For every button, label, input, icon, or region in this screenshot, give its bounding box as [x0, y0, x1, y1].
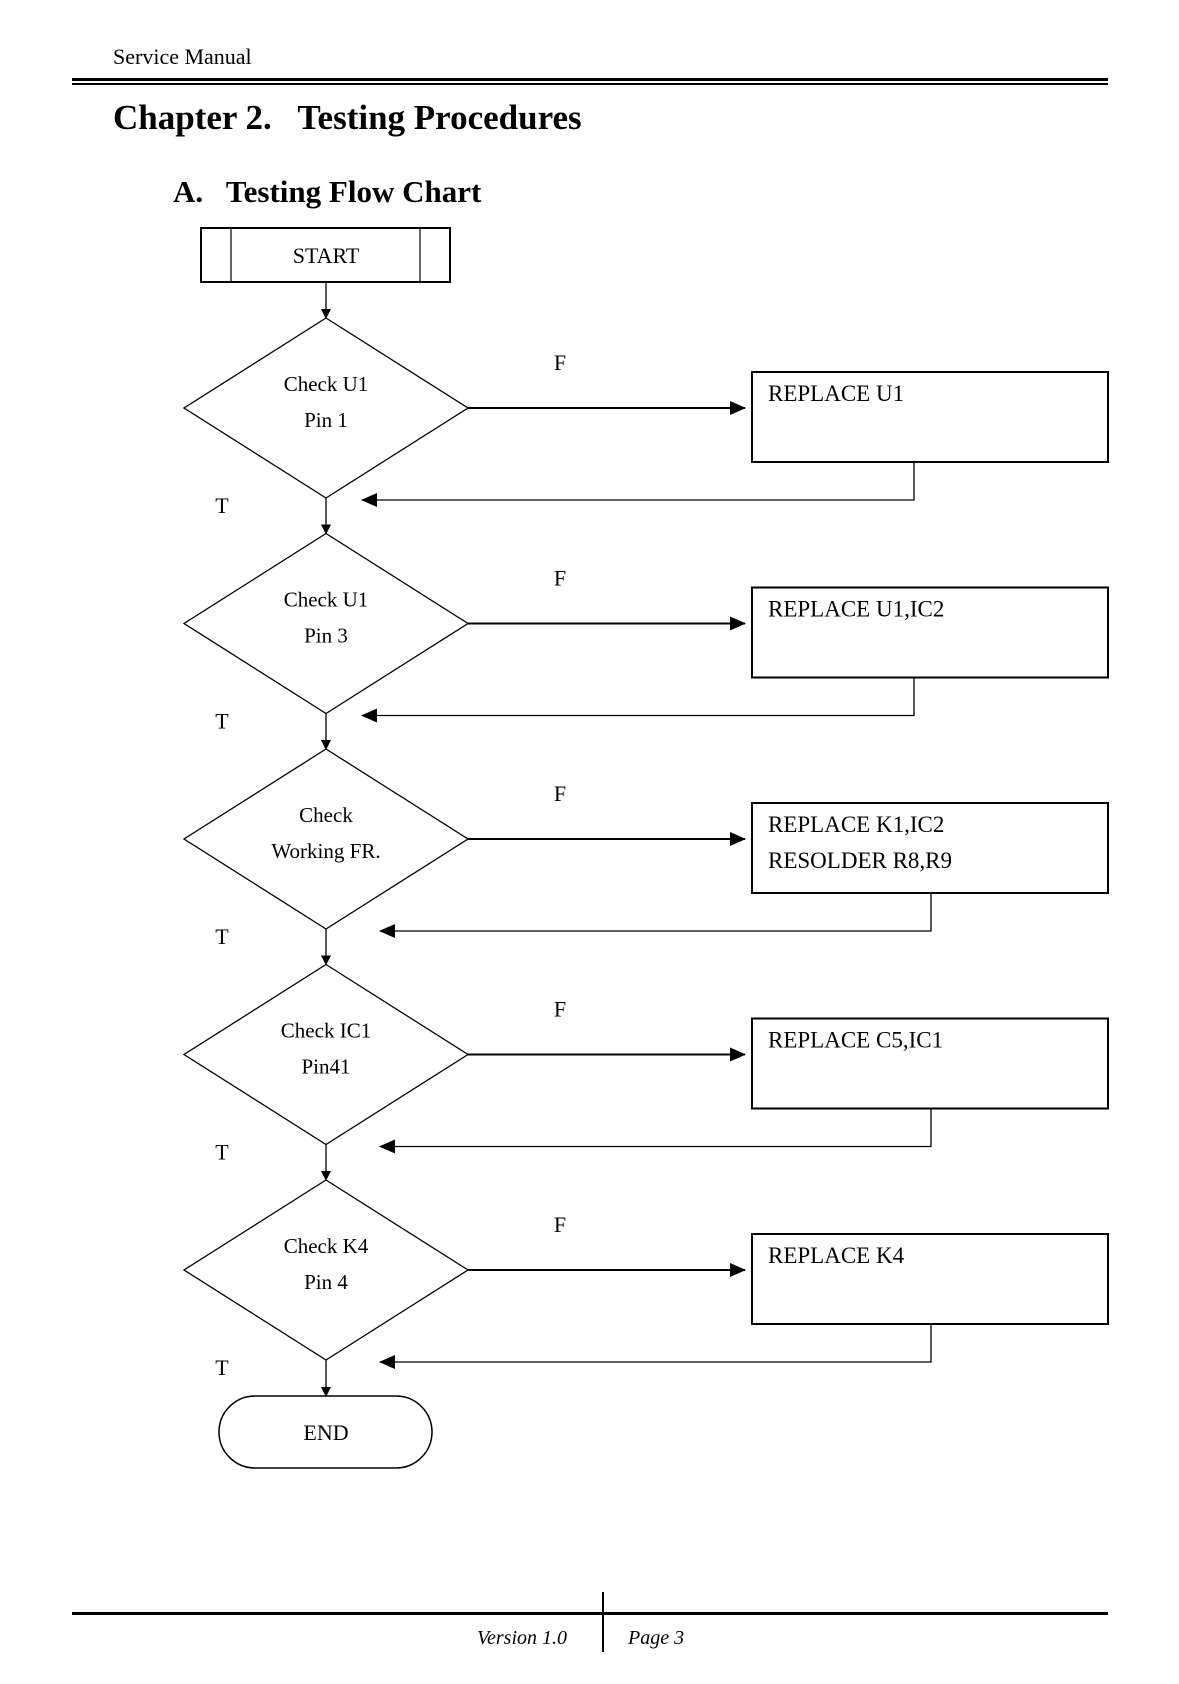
true-label: T: [215, 709, 229, 734]
flow-step: Check U1 Pin 1 F REPLACE U1 T: [182, 282, 1109, 518]
decision-label: Pin 4: [304, 1270, 348, 1294]
action-label: REPLACE U1,IC2: [768, 597, 944, 622]
return-arrow: [361, 677, 915, 723]
return-arrow: [361, 462, 915, 507]
flow-step: Check K4 Pin 4 F REPLACE K4 T: [182, 1144, 1109, 1380]
footer-version: Version 1.0: [477, 1627, 567, 1649]
action-label: RESOLDER R8,R9: [768, 848, 952, 873]
true-label: T: [215, 924, 229, 949]
true-label: T: [215, 1355, 229, 1380]
running-header: Service Manual: [113, 44, 252, 69]
true-label: T: [215, 1140, 229, 1165]
return-arrow: [379, 1324, 932, 1369]
decision-label: Check U1: [284, 372, 369, 396]
action-label: REPLACE K4: [768, 1243, 905, 1268]
action-box: [751, 586, 1109, 679]
action-box: [751, 1017, 1109, 1110]
action-label: REPLACE U1: [768, 381, 904, 406]
false-label: F: [554, 781, 566, 806]
header-rule-top: [72, 78, 1108, 81]
start-label: START: [293, 243, 360, 268]
decision-label: Working FR.: [271, 839, 380, 863]
start-terminal: START: [200, 227, 451, 283]
false-label: F: [554, 350, 566, 375]
decision-label: Pin41: [301, 1055, 350, 1079]
footer-rule: [72, 1612, 1108, 1615]
footer-divider: [602, 1592, 604, 1652]
action-box: [751, 802, 1109, 894]
action-label: REPLACE C5,IC1: [768, 1028, 943, 1053]
decision-label: Pin 3: [304, 624, 348, 648]
action-label: REPLACE K1,IC2: [768, 812, 944, 837]
false-label: F: [554, 1212, 566, 1237]
decision-label: Check IC1: [281, 1019, 371, 1043]
header-rule-bottom: [72, 83, 1108, 85]
false-label: F: [554, 997, 566, 1022]
false-label: F: [554, 566, 566, 591]
return-arrow: [379, 893, 932, 938]
decision-label: Check U1: [284, 588, 369, 612]
chapter-title: Chapter 2. Testing Procedures: [113, 98, 582, 137]
decision-label: Check K4: [284, 1234, 369, 1258]
end-label: END: [303, 1420, 348, 1445]
return-arrow: [379, 1108, 932, 1154]
footer-page: Page 3: [628, 1627, 685, 1649]
true-label: T: [215, 493, 229, 518]
section-title: A. Testing Flow Chart: [173, 174, 482, 209]
action-box: [751, 371, 1109, 463]
decision-label: Check: [299, 803, 353, 827]
action-box: [751, 1233, 1109, 1325]
decision-label: Pin 1: [304, 408, 348, 432]
end-terminal: END: [218, 1395, 433, 1469]
